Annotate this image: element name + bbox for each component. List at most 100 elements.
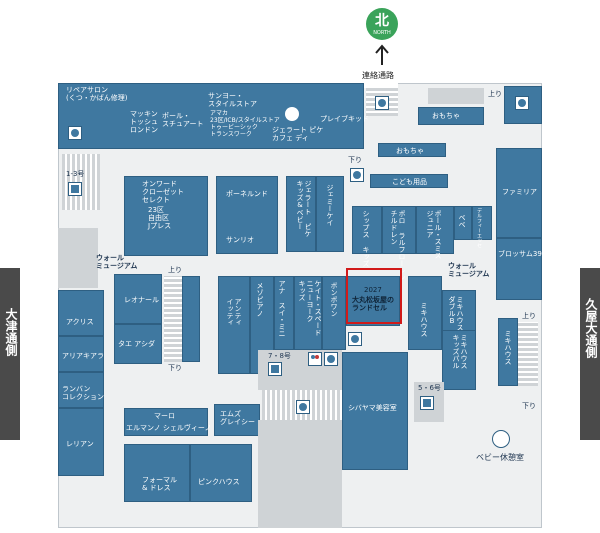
shop-mikihouse3-label: ミキハウス キッズパル	[452, 334, 468, 369]
shop-antimi[interactable]	[218, 276, 250, 374]
shop-ponnell-label: ポーネルンド	[226, 190, 268, 198]
shop-kate-label: ケイト・スペード ニューヨーク キッズ	[298, 280, 322, 336]
shop-ponpon-label: ボンポワン	[330, 282, 338, 317]
shop-leonard-label: レオナール	[124, 296, 159, 304]
shop-omocha1[interactable]	[418, 107, 484, 125]
connector-label: 連絡通路	[362, 71, 394, 80]
shop-kate[interactable]	[294, 276, 322, 350]
shop-aquris[interactable]	[58, 290, 104, 336]
shop-shibayama[interactable]	[342, 352, 408, 470]
shop-aquris-label: アクリス	[66, 318, 94, 326]
connector-corridor	[362, 80, 398, 88]
shop-polo[interactable]	[382, 206, 416, 254]
shop-taeashida[interactable]	[114, 324, 162, 364]
shop-gelato-label: ジェラート ピケ カフェ ディ	[272, 126, 324, 142]
accessible-icon	[515, 96, 529, 110]
shop-omocha2[interactable]	[378, 143, 446, 157]
shop-taeashida-label: タエ アシダ	[118, 340, 155, 348]
shop-sanriyo-label: サンリオ	[226, 236, 254, 244]
accessible-icon	[324, 352, 338, 366]
elevator-icon	[420, 396, 434, 410]
shop-marlo[interactable]	[124, 408, 208, 436]
shop-paulsmith[interactable]	[416, 206, 454, 254]
compass-kanji: 北	[375, 13, 389, 29]
street-right: 久屋大通側	[580, 268, 600, 440]
shop-landsel-label: 大丸松坂屋の ランドセル	[352, 296, 394, 312]
shop-landsel-year: 2027	[364, 286, 382, 294]
shop-ponpon[interactable]	[322, 276, 346, 350]
street-left: 大津通側	[0, 268, 20, 440]
shop-emsgracy[interactable]	[214, 404, 260, 436]
shop-fitting-left[interactable]	[182, 276, 200, 362]
down-label-3: 下り	[522, 402, 536, 410]
bottom-corridor	[258, 420, 342, 528]
shop-polo-label: ポロ ラルフローレン チルドレン	[390, 210, 406, 281]
north-arrow-icon	[374, 44, 390, 70]
shop-top-left[interactable]	[58, 83, 364, 149]
shop-pinkhouse-label: ピンクハウス	[198, 478, 240, 486]
shop-jimmy-label: ジェミーケイ	[326, 184, 334, 226]
shop-formal[interactable]	[124, 444, 190, 502]
shop-chips[interactable]	[352, 206, 382, 254]
shop-mikihouse4[interactable]	[498, 318, 518, 386]
shop-familiar[interactable]	[496, 148, 542, 238]
shop-leilian-label: レリアン	[66, 440, 94, 448]
ev78-label: 7・8号	[268, 352, 291, 360]
museum-left-label: ウォール ミュージアム	[96, 254, 138, 270]
shop-anaswi[interactable]	[274, 276, 294, 350]
shop-onward-label: オンワード クローゼット セレクト	[142, 180, 184, 204]
shop-formal-label: フォーマル & ドレス	[142, 476, 177, 492]
shop-mikihouse1-label: ミキハウス	[420, 302, 428, 337]
shop-repair-label: リペアサロン (くつ・かばん修理)	[66, 86, 128, 102]
shop-gelato2[interactable]	[286, 176, 316, 252]
shop-blossom[interactable]	[496, 238, 542, 300]
shop-mikihouse3[interactable]	[442, 330, 476, 390]
escalator-top-right	[428, 88, 484, 104]
compass: 北 NORTH	[366, 8, 398, 40]
accessible-icon	[296, 400, 310, 414]
shop-onward[interactable]	[124, 176, 208, 256]
accessible-icon	[348, 332, 362, 346]
shop-kodomo[interactable]	[370, 174, 448, 188]
shop-paulsmith-label: ポール・スミス ジュニア	[426, 210, 442, 259]
shop-omocha1-label: おもちゃ	[432, 112, 460, 120]
shop-sanyo-label: サンヨー・ スタイルストア	[208, 92, 257, 108]
shop-ermanno-label: エルマンノ シェルヴィーノ	[126, 424, 212, 432]
shop-landsel[interactable]	[346, 276, 400, 326]
ev13-label: 1-3号	[66, 170, 85, 178]
shop-kodomo-label: こども用品	[392, 178, 427, 186]
shop-mikihouse1[interactable]	[408, 276, 442, 350]
shop-blossom-label: ブロッサム39	[498, 250, 542, 258]
shop-antimi-label: アンティ イッティ	[226, 298, 242, 326]
shop-shibayama-label: シバヤマ美容室	[348, 404, 397, 412]
elevator-icon	[268, 362, 282, 376]
shop-lanvin[interactable]	[58, 372, 104, 408]
up-label-3: 上り	[522, 312, 536, 320]
shop-bebe[interactable]	[454, 206, 472, 240]
landsel-highlight	[346, 268, 402, 324]
shop-pinkhouse[interactable]	[190, 444, 252, 502]
street-right-label: 久屋大通側	[584, 298, 598, 358]
shop-leonard[interactable]	[114, 274, 162, 324]
shop-deasiana[interactable]	[472, 206, 492, 240]
shop-lanvin-label: ランバン コレクション	[62, 385, 104, 401]
babyroom-label: ベビー休憩室	[476, 453, 524, 462]
shop-sanyo-sub-label: アマカ 23区/ICB/スタイルストア トゥービーシック トランスワーク	[210, 110, 280, 138]
shop-chips-label: シップス キッズ	[362, 210, 370, 267]
cafe-icon	[285, 107, 299, 121]
baby-room-icon	[492, 430, 510, 448]
shop-leilian[interactable]	[58, 408, 104, 476]
shop-ariakiara[interactable]	[58, 336, 104, 372]
shop-bebe-label: ベベ	[458, 214, 466, 228]
down-label-2: 下り	[168, 364, 182, 372]
up-label-1: 上り	[488, 90, 502, 98]
up-label-2: 上り	[168, 266, 182, 274]
restroom-icon	[308, 352, 322, 366]
down-label-1: 下り	[348, 156, 362, 164]
shop-ponnell[interactable]	[216, 176, 278, 254]
street-left-label: 大津通側	[4, 308, 18, 356]
museum-right-label: ウォール ミュージアム	[448, 262, 490, 278]
accessible-icon	[68, 126, 82, 140]
shop-familiar-label: ファミリア	[502, 188, 537, 196]
shop-jimmy[interactable]	[316, 176, 344, 252]
